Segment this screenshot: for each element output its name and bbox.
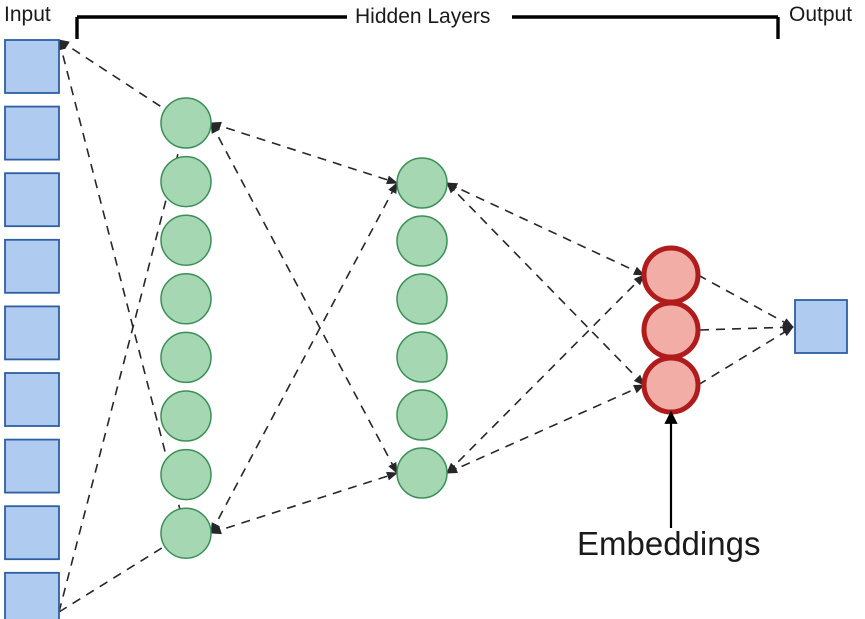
embeddings-label: Embeddings (577, 525, 761, 562)
hidden-layer-2-node (396, 215, 448, 267)
input-layer-label: Input (4, 3, 51, 26)
input-layer-node (4, 39, 60, 94)
connection-line (446, 274, 645, 474)
connection-line (209, 121, 399, 185)
hidden-layer-1-node (160, 273, 212, 325)
connections-group (57, 38, 795, 613)
hidden-layer-1-node (160, 331, 212, 384)
embedding-layer-node (641, 355, 701, 415)
hidden-layer-2-node (396, 273, 448, 325)
connection-line (697, 274, 794, 328)
hidden-layer-2-node (396, 447, 448, 499)
connection-line (446, 182, 645, 386)
hidden-layers-bracket (75, 15, 780, 39)
hidden-layers-label: Hidden Layers (351, 4, 495, 30)
hidden-layer-1-node (160, 390, 212, 442)
hidden-layer-2-node (396, 389, 448, 441)
hidden-layer-1-node (160, 214, 212, 266)
hidden-layer-1-node (160, 507, 212, 559)
output-layer-label: Output (789, 3, 853, 26)
hidden-layer-1-node (160, 448, 212, 501)
embedding-layer-node (641, 300, 701, 360)
hidden-layer-2-node (396, 157, 448, 209)
input-layer-node (4, 105, 60, 161)
connection-line (445, 182, 646, 276)
input-layer-node (4, 372, 60, 427)
connection-line (699, 322, 795, 332)
connection-line (209, 471, 399, 535)
hidden-layer-2-node (396, 331, 448, 383)
connection-line (58, 532, 187, 613)
input-layer-node (4, 505, 60, 561)
input-layer-node (4, 238, 60, 294)
embedding-layer-node (641, 245, 701, 305)
connection-line (210, 122, 398, 474)
input-layer-node (4, 172, 60, 228)
connection-line (57, 38, 187, 534)
hidden-layer-1-node (160, 97, 212, 149)
nodes-group (4, 39, 848, 619)
connection-line (210, 182, 398, 534)
connection-line (445, 384, 646, 474)
connection-line (697, 326, 794, 386)
hidden-layer-1-node (160, 155, 212, 208)
output-layer-node (794, 299, 848, 354)
input-layer-node (4, 438, 60, 494)
input-layer-node (4, 305, 60, 361)
input-layer-node (4, 571, 60, 619)
connection-line (58, 121, 188, 613)
